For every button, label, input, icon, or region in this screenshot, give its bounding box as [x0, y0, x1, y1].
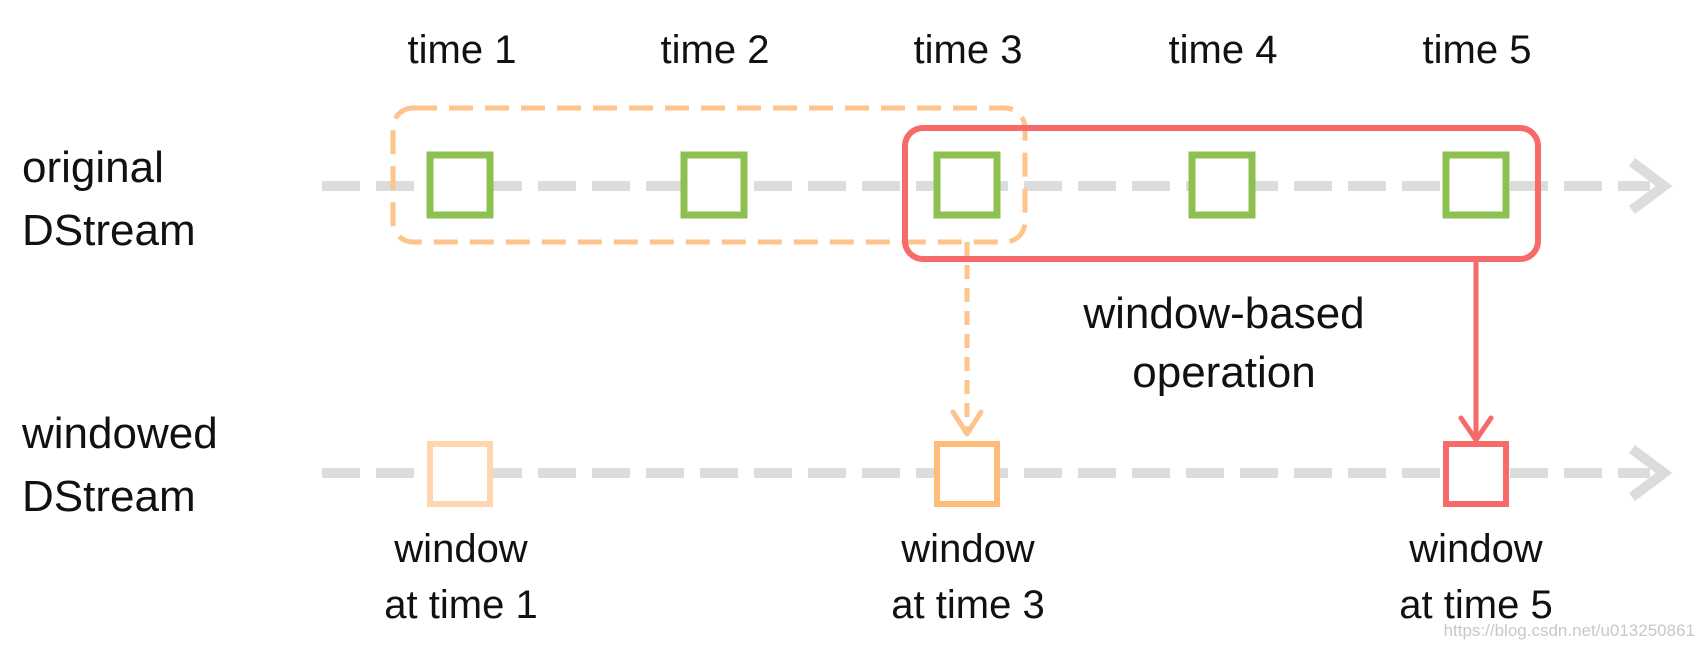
window-caption-1-line1: window [393, 527, 528, 571]
windowed-label-line2: DStream [22, 472, 196, 521]
windowed-label-line1: windowed [21, 409, 218, 458]
window-caption-3-line1: window [900, 527, 1035, 571]
time-label-4: time 4 [1169, 28, 1278, 72]
batch-time-1 [426, 151, 494, 219]
time-label-2: time 2 [661, 28, 770, 72]
batch-time-3 [933, 151, 1001, 219]
original-label-line1: original [22, 143, 164, 192]
windowed-arrowhead [1629, 445, 1673, 501]
window-caption-3-line2: at time 3 [891, 583, 1044, 627]
window-box-time-3 [934, 441, 1000, 507]
window-caption-5-line2: at time 5 [1399, 583, 1552, 627]
window-arrowhead-time-5 [1458, 415, 1494, 443]
batch-time-5 [1442, 151, 1510, 219]
time-label-3: time 3 [914, 28, 1023, 72]
window-box-time-1 [427, 441, 493, 507]
original-label-line2: DStream [22, 206, 196, 255]
batch-time-2 [680, 151, 748, 219]
operation-label-line2: operation [1132, 348, 1315, 397]
window-arrowhead-time-3 [950, 409, 984, 437]
window-caption-5-line1: window [1408, 527, 1543, 571]
original-arrowhead [1629, 158, 1673, 214]
window-frame-time-3 [390, 105, 1028, 245]
window-box-time-5 [1443, 441, 1509, 507]
window-frame-time-5 [902, 125, 1541, 262]
window-caption-1-line2: at time 1 [384, 583, 537, 627]
operation-label-line1: window-based [1082, 289, 1364, 338]
watermark-text: https://blog.csdn.net/u013250861 [1444, 621, 1695, 640]
time-label-5: time 5 [1423, 28, 1532, 72]
batch-time-4 [1188, 151, 1256, 219]
time-label-1: time 1 [408, 28, 517, 72]
